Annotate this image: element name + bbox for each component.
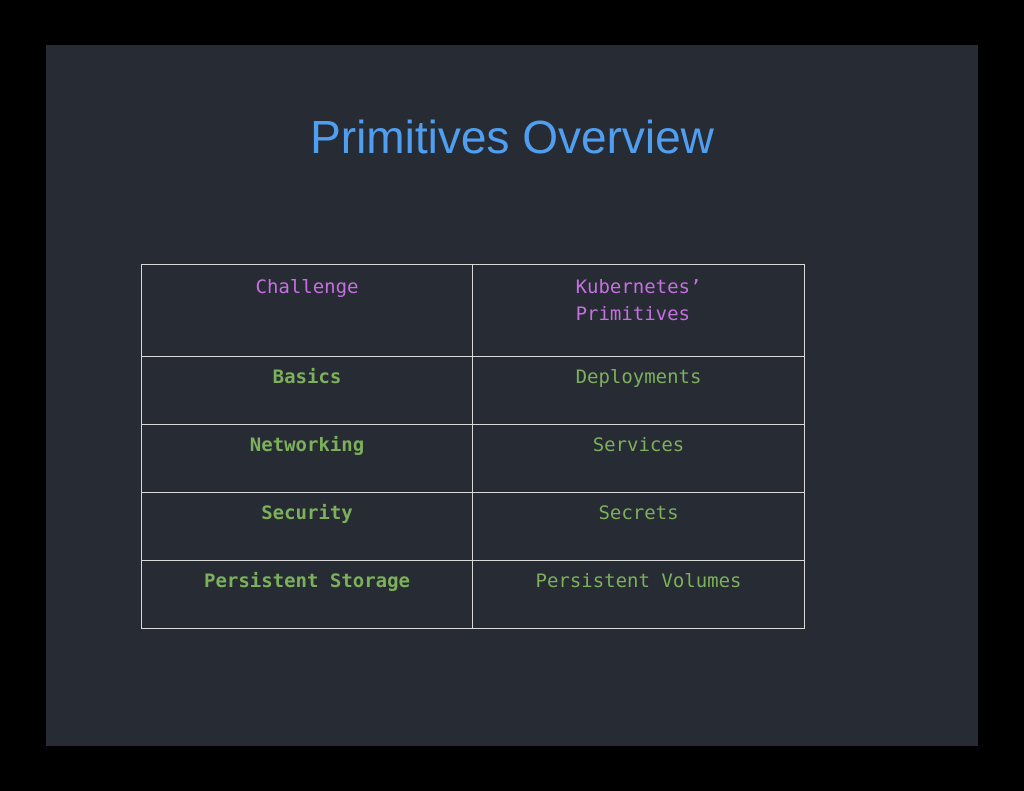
- header-primitives-line-2: Primitives: [575, 303, 690, 325]
- slide-title: Primitives Overview: [310, 111, 714, 163]
- table-row: Security Secrets: [141, 492, 805, 561]
- table-row: Basics Deployments: [141, 356, 805, 425]
- table-row: Networking Services: [141, 424, 805, 493]
- primitive-cell: Services: [472, 424, 805, 493]
- header-primitives: Kubernetes’ Primitives: [472, 264, 805, 357]
- challenge-cell: Basics: [141, 356, 473, 425]
- primitive-cell: Secrets: [472, 492, 805, 561]
- primitive-cell: Deployments: [472, 356, 805, 425]
- primitives-table: Challenge Kubernetes’ Primitives Basics …: [141, 264, 805, 629]
- primitive-cell: Persistent Volumes: [472, 560, 805, 629]
- header-challenge: Challenge: [141, 264, 473, 357]
- slide: Primitives Overview Challenge Kubernetes…: [46, 45, 978, 746]
- challenge-cell: Networking: [141, 424, 473, 493]
- header-primitives-line-1: Kubernetes’: [575, 276, 702, 298]
- challenge-cell: Security: [141, 492, 473, 561]
- header-primitives-label: Kubernetes’ Primitives: [576, 274, 702, 328]
- table-header-row: Challenge Kubernetes’ Primitives: [141, 264, 805, 357]
- table-row: Persistent Storage Persistent Volumes: [141, 560, 805, 629]
- challenge-cell: Persistent Storage: [141, 560, 473, 629]
- header-challenge-label: Challenge: [255, 276, 359, 298]
